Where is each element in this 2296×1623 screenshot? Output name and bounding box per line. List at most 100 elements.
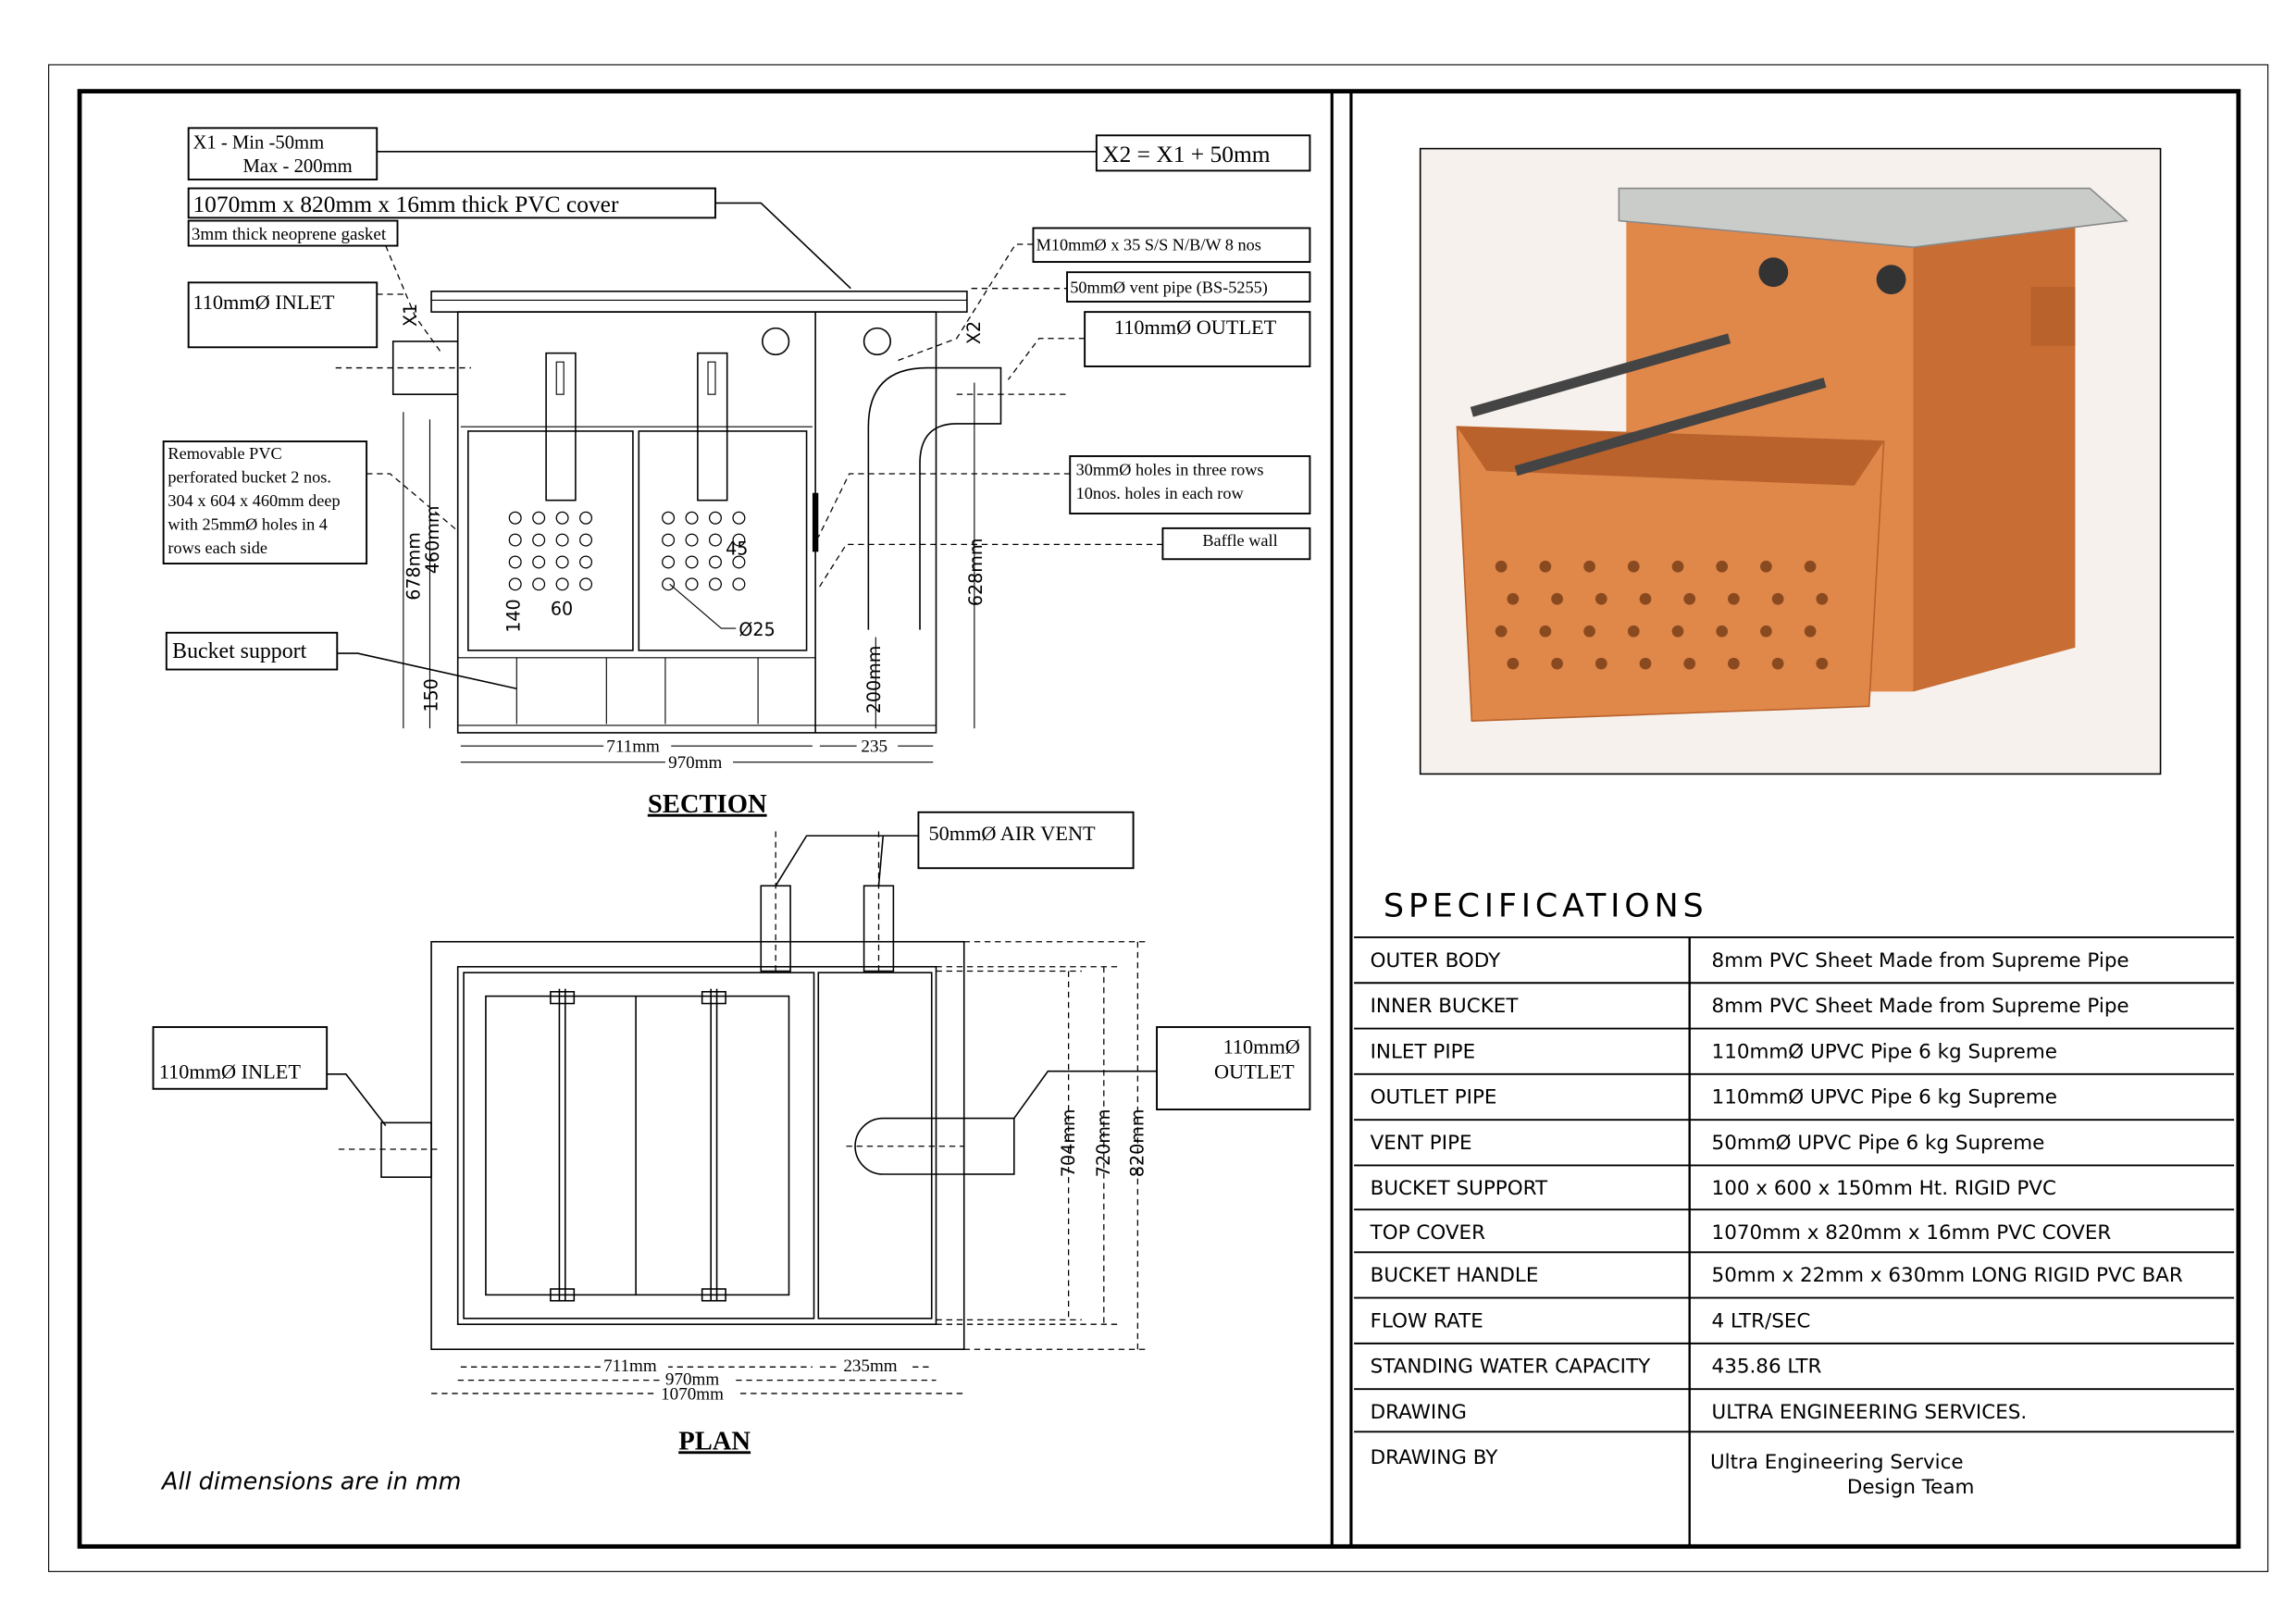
dim-235: 235mm [843,1357,897,1376]
hole [708,511,722,525]
spec-value: 435.86 LTR [1712,1356,1822,1379]
photo-hole [1595,592,1607,605]
photo-hole [1551,592,1563,605]
vent-label: 50mmØ vent pipe (BS-5255) [1070,278,1268,297]
photo-hole [1583,625,1595,638]
hole [555,577,569,591]
spec-value: 110mmØ UPVC Pipe 6 kg Supreme [1712,1040,2057,1063]
photo-hole [1627,560,1640,573]
holes-label: 30mmØ holes in three rows 10nos. holes i… [1076,461,1269,502]
x1-label: X1 - Min -50mm [192,133,324,154]
dim-150: 150 [421,678,441,712]
hole [508,555,522,569]
bolts-label: M10mmØ x 35 S/S N/B/W 8 nos [1036,235,1261,254]
hole [532,577,546,591]
photo-hole [1671,560,1684,573]
hole [732,533,746,547]
dimensions-note: All dimensions are in mm [160,1467,461,1494]
spec-label: FLOW RATE [1371,1309,1483,1332]
spec-value: 8mm PVC Sheet Made from Supreme Pipe [1712,949,2129,973]
plan-inlet-label: 110mmØ INLET [159,1060,301,1084]
hole [508,577,522,591]
photo-hole [1771,592,1784,605]
inlet-label: 110mmØ INLET [192,291,334,314]
section-view: X1 - Min -50mm Max - 200mm X2 = X1 + 50m… [162,127,1311,819]
photo-hole [1760,560,1772,573]
spec-label: INNER BUCKET [1371,995,1520,1018]
spec-label: INLET PIPE [1371,1040,1476,1063]
dim-x1: X1 [401,304,421,327]
spec-label: OUTER BODY [1371,949,1502,973]
dim-711: 711mm [603,1357,657,1376]
plan-outlet-label: OUTLET [1214,1060,1295,1084]
dim-720: 720mm [1094,1109,1114,1178]
dim-628: 628mm [966,539,987,607]
hole [685,555,699,569]
drawing-by-label: DRAWING BY [1371,1446,1499,1469]
photo-hole [1507,592,1520,605]
plan-outlet-label: 110mmØ [1223,1035,1300,1059]
hole [662,555,676,569]
photo-hole [1671,625,1684,638]
drawing-by-value: Ultra Engineering Service [1710,1451,1964,1474]
spec-label: BUCKET SUPPORT [1371,1177,1548,1200]
hole [708,533,722,547]
hole [662,511,676,525]
hole [685,533,699,547]
air-vent-label: 50mmØ AIR VENT [929,822,1096,845]
spec-label: STANDING WATER CAPACITY [1371,1356,1651,1379]
spec-label: BUCKET HANDLE [1371,1264,1539,1287]
support-label: Bucket support [172,639,306,663]
hole [579,577,593,591]
spec-label: DRAWING [1371,1401,1467,1424]
spec-value: 50mmØ UPVC Pipe 6 kg Supreme [1712,1132,2045,1155]
hole [732,577,746,591]
spec-value: 8mm PVC Sheet Made from Supreme Pipe [1712,995,2129,1018]
hole [732,555,746,569]
photo-hole [1539,625,1552,638]
hole [662,577,676,591]
hole [555,555,569,569]
photo-hole [1771,657,1784,670]
dim-711: 711mm [606,737,660,757]
photo-hole [1716,560,1729,573]
cover-label: 1070mm x 820mm x 16mm thick PVC cover [192,191,619,217]
inner-border [77,89,2241,1549]
dim-1070: 1070mm [661,1384,724,1404]
spec-row: STANDING WATER CAPACITY 435.86 LTR [1371,1356,1822,1379]
hole [555,511,569,525]
spec-label: TOP COVER [1370,1221,1485,1245]
plan-title: PLAN [678,1426,751,1456]
spec-value: 110mmØ UPVC Pipe 6 kg Supreme [1712,1086,2057,1109]
dim-45: 45 [726,539,748,560]
spec-label: OUTLET PIPE [1371,1086,1497,1109]
photo-hole [1816,592,1829,605]
photo-hole [1495,560,1508,573]
dim-60: 60 [551,600,573,620]
hole [685,511,699,525]
spec-value: 4 LTR/SEC [1712,1309,1811,1332]
bucket-label-line: Removable PVC [168,444,281,463]
section-title: SECTION [648,789,767,819]
hole [732,511,746,525]
hole [555,533,569,547]
hole [532,555,546,569]
dim-x2: X2 [964,321,985,344]
spec-row: OUTLET PIPE 110mmØ UPVC Pipe 6 kg Supreme [1371,1086,2057,1109]
spec-row: INLET PIPE 110mmØ UPVC Pipe 6 kg Supreme [1371,1040,2057,1063]
specifications-table: OUTER BODY 8mm PVC Sheet Made from Suprem… [1354,936,2235,1548]
dim-200: 200mm [864,646,885,714]
photo-hole [1583,560,1595,573]
hole [579,555,593,569]
dim-678: 678mm [403,532,424,601]
hole [532,511,546,525]
spec-value: ULTRA ENGINEERING SERVICES. [1712,1401,2028,1424]
photo-hole [1539,560,1552,573]
dim-25: Ø25 [738,620,775,640]
spec-row: DRAWING ULTRA ENGINEERING SERVICES. [1371,1401,2028,1424]
drawing-by-value: Design Team [1847,1476,1975,1499]
x2-label: X2 = X1 + 50mm [1102,141,1271,167]
